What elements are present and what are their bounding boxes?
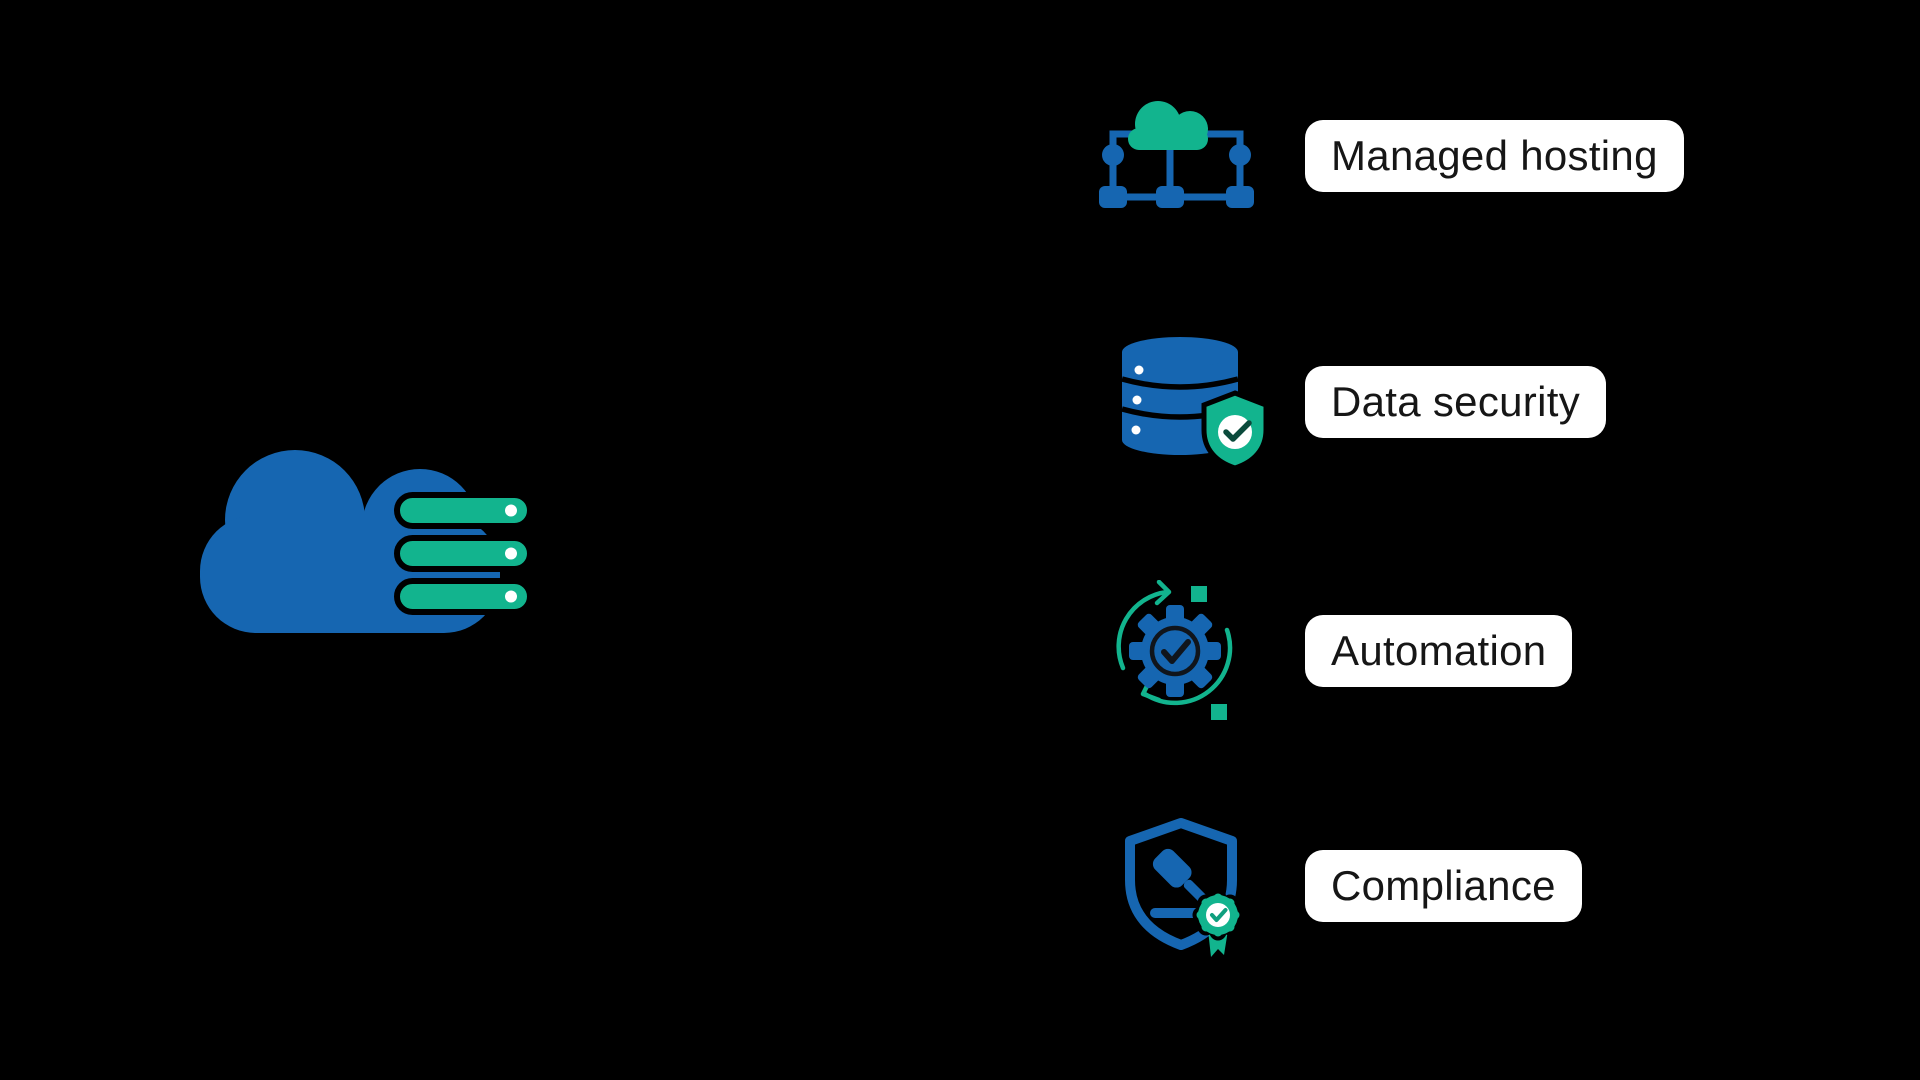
feature-label-automation: Automation	[1305, 615, 1573, 687]
feature-label-managed-hosting: Managed hosting	[1305, 120, 1684, 192]
shield-check	[1201, 390, 1269, 470]
cloud-servers-icon	[200, 450, 533, 633]
cloud-shape	[1128, 101, 1208, 150]
certified-badge	[1192, 889, 1244, 957]
database-shield-icon	[1121, 337, 1269, 470]
feature-label-compliance: Compliance	[1305, 850, 1582, 922]
shield-gavel-badge-icon	[1125, 818, 1244, 957]
server-bars	[394, 492, 533, 615]
gear-check	[1129, 605, 1221, 697]
gear-sync-icon	[1116, 580, 1233, 720]
cloud-network-icon	[1099, 101, 1254, 208]
feature-label-data-security: Data security	[1305, 366, 1606, 438]
